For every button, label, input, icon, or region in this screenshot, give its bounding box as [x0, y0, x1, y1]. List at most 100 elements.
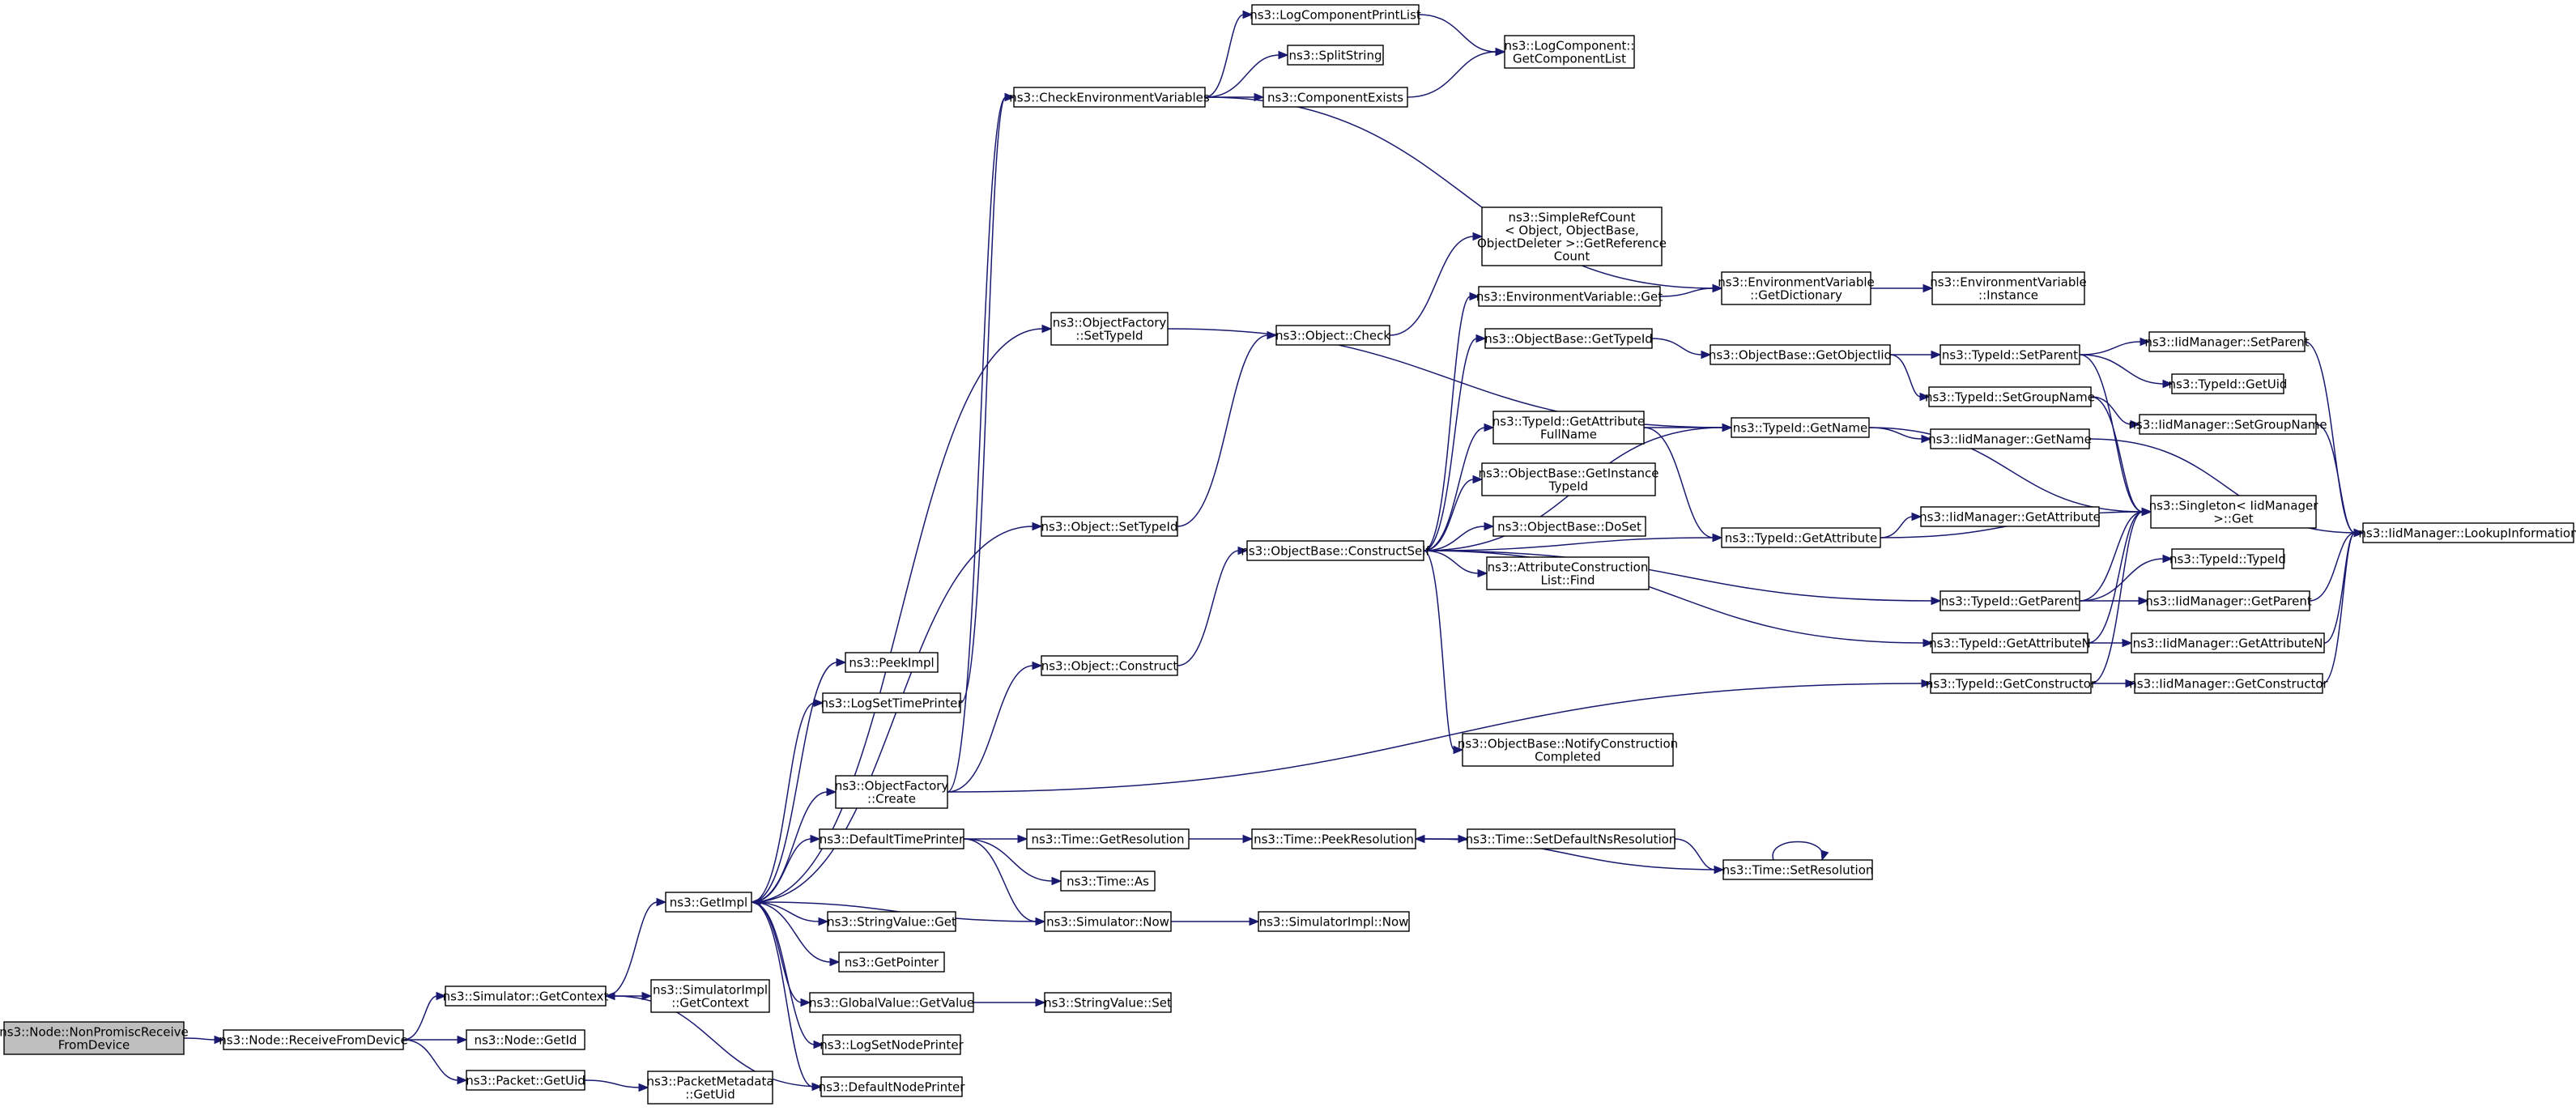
function-node-timeas[interactable]: ns3::Time::As: [1060, 870, 1156, 892]
function-node-ofcreate[interactable]: ns3::ObjectFactory::Create: [835, 775, 949, 809]
function-node-iidgetname[interactable]: ns3::IidManager::GetName: [1928, 428, 2092, 449]
function-node-obnotify[interactable]: ns3::ObjectBase::NotifyConstructionCompl…: [1458, 733, 1678, 767]
function-node-simnow[interactable]: ns3::Simulator::Now: [1044, 911, 1172, 932]
function-node-tidgetparent[interactable]: ns3::TypeId::GetParent: [1939, 590, 2080, 611]
function-node-tidsetgroup[interactable]: ns3::TypeId::SetGroupName: [1925, 386, 2095, 407]
function-node-simimplctx[interactable]: ns3::SimulatorImpl::GetContext: [650, 979, 770, 1013]
function-node-rfd[interactable]: ns3::Node::ReceiveFromDevice: [219, 1029, 408, 1050]
function-node-evinst[interactable]: ns3::EnvironmentVariable::Instance: [1930, 271, 2087, 305]
function-node-timesetdef[interactable]: ns3::Time::SetDefaultNsResolution: [1466, 828, 1677, 849]
call-edge: [2087, 507, 2152, 644]
function-node-srcgrc[interactable]: ns3::SimpleRefCount< Object, ObjectBase,…: [1477, 206, 1667, 266]
node-label: ns3::TypeId::GetConstructor: [1926, 677, 2097, 692]
function-node-iidlookup[interactable]: ns3::IidManager::LookupInformation: [2358, 522, 2576, 543]
function-node-getptr[interactable]: ns3::GetPointer: [838, 951, 945, 973]
function-node-evget[interactable]: ns3::EnvironmentVariable::Get: [1476, 286, 1663, 307]
function-node-timegetres[interactable]: ns3::Time::GetResolution: [1026, 828, 1190, 849]
function-node-iidgetattrn[interactable]: ns3::IidManager::GetAttributeN: [2131, 632, 2325, 653]
function-node-svget[interactable]: ns3::StringValue::Get: [827, 911, 956, 932]
function-node-obdoset[interactable]: ns3::ObjectBase::DoSet: [1492, 516, 1646, 537]
function-node-lcpl[interactable]: ns3::LogComponentPrintList: [1250, 4, 1421, 25]
function-node-dnp[interactable]: ns3::DefaultNodePrinter: [819, 1076, 966, 1097]
function-node-objconstruct[interactable]: ns3::Object::Construct: [1041, 655, 1178, 676]
function-node-obcs[interactable]: ns3::ObjectBase::ConstructSelf: [1241, 540, 1430, 561]
function-node-dtp[interactable]: ns3::DefaultTimePrinter: [819, 828, 964, 849]
arrowhead-icon: [1701, 350, 1712, 360]
node-box: [2171, 548, 2284, 569]
function-node-obgetoid[interactable]: ns3::ObjectBase::GetObjectIid: [1709, 344, 1892, 365]
function-node-tidtypeid[interactable]: ns3::TypeId::TypeId: [2169, 548, 2286, 569]
edge-line: [751, 901, 820, 922]
function-node-simctx[interactable]: ns3::Simulator::GetContext: [443, 985, 609, 1007]
call-edge: [1423, 292, 1480, 551]
arrowhead-icon: [641, 991, 653, 1001]
function-node-timesetres[interactable]: ns3::Time::SetResolution: [1722, 859, 1874, 880]
function-node-obgettid[interactable]: ns3::ObjectBase::GetTypeId: [1484, 328, 1653, 349]
node-label: ns3::Object::Check: [1275, 329, 1390, 343]
function-node-iidgetparent[interactable]: ns3::IidManager::GetParent: [2145, 590, 2312, 611]
arrowhead-icon: [1475, 334, 1487, 343]
function-node-objcheck[interactable]: ns3::Object::Check: [1275, 325, 1390, 346]
function-node-simimplnow[interactable]: ns3::SimulatorImpl::Now: [1258, 911, 1410, 932]
function-node-logsetnp[interactable]: ns3::LogSetNodePrinter: [820, 1034, 964, 1055]
node-box: [819, 828, 964, 849]
node-box: [466, 1070, 585, 1091]
function-node-peekimpl[interactable]: ns3::PeekImpl: [845, 652, 939, 673]
node-box: [1930, 673, 2092, 694]
node-box: [1041, 516, 1178, 537]
node-box: [1467, 828, 1675, 849]
node-box: [1939, 344, 2080, 365]
function-node-getimpl[interactable]: ns3::GetImpl: [665, 892, 752, 913]
function-node-tidgetuid[interactable]: ns3::TypeId::GetUid: [2169, 373, 2288, 394]
node-label: ns3::TypeId::TypeId: [2169, 552, 2286, 567]
arrowhead-icon: [214, 1035, 225, 1045]
edge-line: [1407, 51, 1497, 98]
node-label: Count: [1554, 249, 1590, 264]
node-box: [1931, 271, 2085, 305]
function-node-logsettp[interactable]: ns3::LogSetTimePrinter: [820, 692, 963, 713]
function-node-svset[interactable]: ns3::StringValue::Set: [1044, 992, 1172, 1013]
function-node-tidgetctor[interactable]: ns3::TypeId::GetConstructor: [1926, 673, 2097, 694]
function-node-tidsetparent[interactable]: ns3::TypeId::SetParent: [1939, 344, 2080, 365]
node-label: ::GetUid: [685, 1088, 735, 1102]
function-node-nodegetid[interactable]: ns3::Node::GetId: [466, 1029, 585, 1050]
function-node-compexists[interactable]: ns3::ComponentExists: [1262, 87, 1408, 108]
function-node-gvget[interactable]: ns3::GlobalValue::GetValue: [809, 992, 974, 1013]
node-label: ns3::ObjectBase::GetInstance: [1479, 466, 1659, 481]
function-node-tidgetname[interactable]: ns3::TypeId::GetName: [1731, 417, 1870, 438]
function-node-iidgetctor[interactable]: ns3::IidManager::GetConstructor: [2129, 673, 2329, 694]
function-node-iidsetgroup[interactable]: ns3::IidManager::SetGroupName: [2128, 414, 2327, 435]
node-label: ns3::ObjectBase::ConstructSelf: [1241, 544, 1430, 559]
call-edge: [751, 658, 847, 903]
call-edge: [2322, 528, 2365, 684]
arrowhead-icon: [1249, 917, 1260, 926]
edge-line: [2090, 396, 2132, 425]
function-node-iidsetparent[interactable]: ns3::IidManager::SetParent: [2144, 331, 2310, 352]
arrowhead-icon: [638, 1083, 649, 1092]
function-node-singleton[interactable]: ns3::Singleton< IidManager>::Get: [2149, 495, 2319, 529]
edge-line: [1772, 841, 1824, 861]
function-node-pmuid[interactable]: ns3::PacketMetadata::GetUid: [646, 1071, 774, 1105]
function-node-tidgetattrn[interactable]: ns3::TypeId::GetAttributeN: [1929, 632, 2091, 653]
node-label: ::SetTypeId: [1075, 329, 1143, 343]
function-node-tidgetattr[interactable]: ns3::TypeId::GetAttribute: [1721, 527, 1881, 548]
function-node-ofsettid[interactable]: ns3::ObjectFactory::SetTypeId: [1050, 312, 1169, 346]
call-edge: [1189, 834, 1254, 844]
node-label: ns3::LogComponent::: [1505, 39, 1635, 53]
edge-line: [1389, 236, 1475, 336]
function-node-split[interactable]: ns3::SplitString: [1287, 45, 1384, 66]
function-node-lcgcl[interactable]: ns3::LogComponent::GetComponentList: [1504, 35, 1635, 69]
function-node-checkenv[interactable]: ns3::CheckEnvironmentVariables: [1009, 87, 1210, 108]
arrowhead-icon: [2141, 507, 2152, 517]
function-node-timepeekres[interactable]: ns3::Time::PeekResolution: [1251, 828, 1416, 849]
function-node-evgetdict[interactable]: ns3::EnvironmentVariable::GetDictionary: [1718, 271, 1875, 305]
node-box: [2131, 632, 2325, 653]
function-node-iidgetattr[interactable]: ns3::IidManager::GetAttribute: [1919, 506, 2101, 527]
function-node-pktuid[interactable]: ns3::Packet::GetUid: [466, 1070, 585, 1091]
call-edge: [1423, 550, 1464, 755]
function-node-objsettid[interactable]: ns3::Object::SetTypeId: [1041, 516, 1178, 537]
